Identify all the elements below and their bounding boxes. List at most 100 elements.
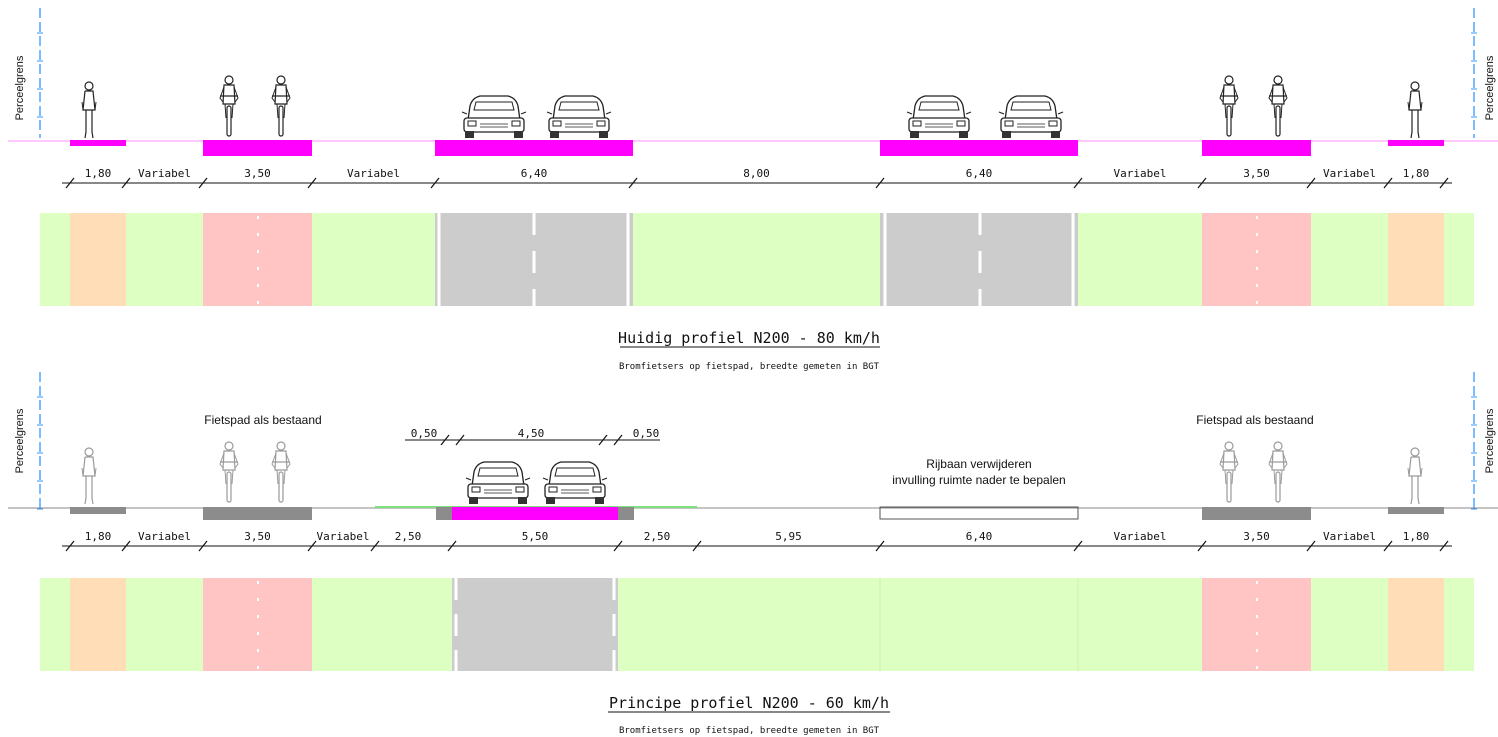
section-title: Huidig profiel N200 - 80 km/h [618,329,880,347]
section-subtitle: Bromfietsers op fietspad, breedte gemete… [619,362,880,372]
dimension-tick [1197,540,1207,552]
dimension-label: 3,50 [244,530,271,543]
cyclist-icon [219,75,239,137]
dimension-tick [1306,540,1316,552]
dimension-label: 1,80 [1403,530,1430,543]
car-icon [546,95,612,139]
profile-band [126,578,203,671]
dimension-label: 0,50 [633,427,660,440]
dimension-tick [875,177,885,189]
existing-path-bar [203,507,312,520]
dimension-label: 1,80 [85,530,112,543]
profile-band [1202,213,1311,306]
dimension-tick [1383,540,1393,552]
car-icon [998,95,1064,139]
dimension-label: Variabel [317,530,370,543]
cyclist-icon [1219,75,1239,137]
profile-band [1311,578,1388,671]
dimension-tick [1383,177,1393,189]
car-icon [461,95,527,139]
dimension-tick [447,540,457,552]
profile-band [1388,213,1444,306]
surface-bar [1388,140,1444,146]
dimension-label: Variabel [1323,167,1376,180]
dimension-label: 2,50 [644,530,671,543]
profile-band [70,213,126,306]
dimension-tick [121,540,131,552]
dimension-label: 2,50 [395,530,422,543]
profile-band [618,578,1202,671]
annotation-label: Fietspad als bestaand [204,413,321,427]
existing-path-bar [1388,507,1444,514]
surface-bar [452,507,618,520]
pedestrian-icon [81,81,97,139]
dimension-label: 5,50 [522,530,549,543]
dimension-label: Variabel [347,167,400,180]
profile-band [203,213,312,306]
dimension-tick [198,177,208,189]
surface-bar [203,140,312,156]
dimension-tick [65,540,75,552]
profile-band [633,213,880,306]
dimension-tick [1306,177,1316,189]
dimension-tick [1073,177,1083,189]
profile-band [1444,578,1474,671]
annotation-label: Rijbaan verwijderen [926,457,1031,471]
profile-band [126,213,203,306]
surface-bar [880,140,1078,156]
section-title: Principe profiel N200 - 60 km/h [609,694,889,712]
dimension-tick [121,177,131,189]
section-subtitle: Bromfietsers op fietspad, breedte gemete… [619,726,880,736]
dimension-tick [1073,540,1083,552]
profile-band [1202,578,1311,671]
dimension-label: 3,50 [244,167,271,180]
cyclist-icon [1268,441,1288,503]
profile-band [1388,578,1444,671]
shoulder-bar [436,507,452,520]
surface-bar [435,140,633,156]
dimension-tick [875,540,885,552]
dimension-label: 8,00 [743,167,770,180]
pedestrian-icon [1407,81,1423,139]
cyclist-icon [1219,441,1239,503]
pedestrian-icon [81,447,97,505]
surface-bar [1202,140,1311,156]
dimension-label: 1,80 [1403,167,1430,180]
annotation-label: Fietspad als bestaand [1196,413,1313,427]
dimension-label: Variabel [1114,530,1167,543]
boundary-label-right: Perceelgrens [1484,408,1496,473]
dimension-label: Variabel [138,530,191,543]
dimension-label: 5,95 [775,530,802,543]
dimension-tick [440,434,450,446]
dimension-tick [198,540,208,552]
dimension-tick [455,434,465,446]
dimension-tick [1439,177,1449,189]
pedestrian-icon [1407,447,1423,505]
profile-band [452,578,618,671]
dimension-tick [307,177,317,189]
profile-band [1078,213,1202,306]
dimension-tick [307,540,317,552]
profile-band [40,578,70,671]
dimension-label: 6,40 [966,167,993,180]
existing-path-bar [70,507,126,514]
dimension-label: 6,40 [521,167,548,180]
boundary-label-left: Perceelgrens [14,408,26,473]
profile-band [1444,213,1474,306]
dimension-label: 1,80 [85,167,112,180]
dimension-tick [598,434,608,446]
existing-path-bar [1202,507,1311,520]
dimension-tick [613,540,623,552]
car-icon [465,461,531,505]
profile-band [1311,213,1388,306]
dimension-tick [1439,540,1449,552]
surface-bar [70,140,126,146]
profile-band [40,213,70,306]
dimension-label: 6,40 [966,530,993,543]
dimension-tick [613,434,623,446]
profile-band [312,578,452,671]
cyclist-icon [219,441,239,503]
annotation-label: invulling ruimte nader te bepalen [892,473,1065,487]
cyclist-icon [1268,75,1288,137]
